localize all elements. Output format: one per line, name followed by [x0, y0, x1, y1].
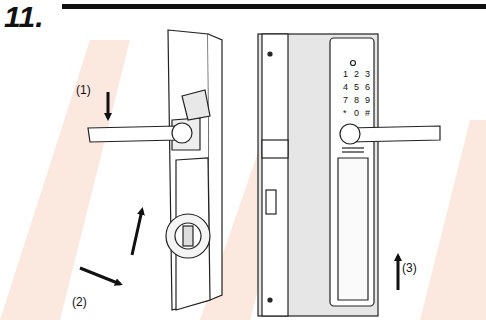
- callout-number: (3): [402, 262, 417, 274]
- keypad-key: 1: [343, 70, 348, 79]
- keypad-key: 5: [354, 83, 359, 92]
- watermark: [0, 40, 486, 320]
- keypad-key: 0: [354, 109, 359, 118]
- lock-side-view: [88, 30, 222, 310]
- keypad-key: 6: [365, 83, 370, 92]
- keypad-key: 8: [354, 96, 359, 105]
- callout-number: (1): [76, 84, 91, 96]
- callout-number: (2): [72, 296, 87, 308]
- keypad-key: 3: [365, 70, 370, 79]
- header-bar: [62, 4, 486, 9]
- keypad-key: 4: [343, 83, 348, 92]
- keypad-key: 9: [365, 96, 370, 105]
- keypad-key: *: [343, 109, 347, 118]
- door-front-view: [258, 34, 440, 316]
- step-number: 11.: [4, 2, 43, 32]
- keypad-key: 7: [343, 96, 348, 105]
- keypad-key: #: [365, 109, 370, 118]
- keypad-key: 2: [354, 70, 359, 79]
